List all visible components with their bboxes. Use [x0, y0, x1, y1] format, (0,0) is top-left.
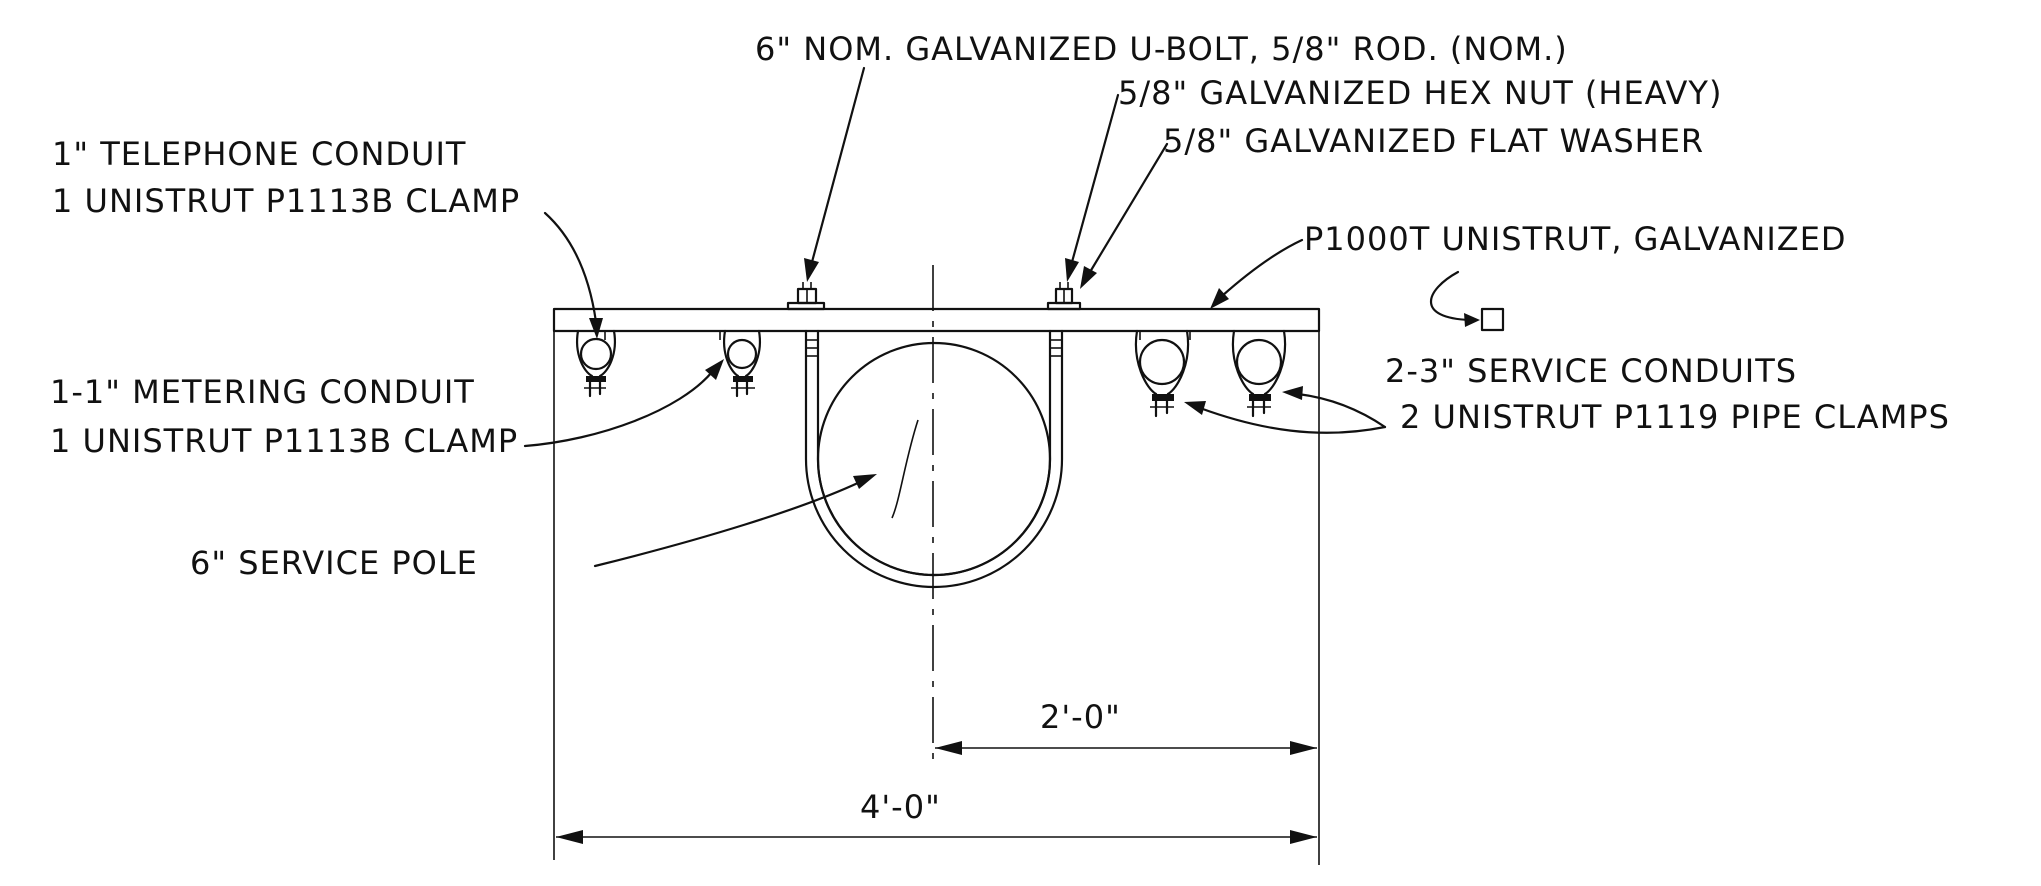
flat-washer-label: 5/8" GALVANIZED FLAT WASHER	[1163, 122, 1704, 160]
unistrut-section-symbol	[1480, 307, 1505, 332]
pole-hatch-mark	[891, 419, 919, 519]
metering-conduit-label-line2: 1 UNISTRUT P1113B CLAMP	[50, 422, 518, 460]
leader-lines	[523, 66, 1387, 568]
service-pole	[816, 341, 1052, 577]
hex-nut-left	[786, 282, 826, 311]
u-bolt-label: 6" NOM. GALVANIZED U-BOLT, 5/8" ROD. (NO…	[755, 30, 1568, 68]
service-conduit-clamp-2	[1231, 329, 1287, 418]
arrowhead	[1464, 313, 1480, 327]
dimension-half-label: 2'-0"	[1040, 698, 1121, 736]
telephone-conduit-label-line1: 1" TELEPHONE CONDUIT	[52, 135, 466, 173]
unistrut-section-arrow	[1429, 270, 1472, 322]
telephone-conduit-label-line2: 1 UNISTRUT P1113B CLAMP	[52, 182, 520, 220]
metering-conduit-clamp	[723, 329, 761, 398]
service-pole-label: 6" SERVICE POLE	[190, 544, 478, 582]
hex-nut-label: 5/8" GALVANIZED HEX NUT (HEAVY)	[1118, 74, 1722, 112]
dimension-full-width	[556, 830, 1317, 844]
hex-nut-right	[1046, 282, 1082, 311]
metering-conduit-label-line1: 1-1" METERING CONDUIT	[50, 373, 475, 411]
unistrut-label: P1000T UNISTRUT, GALVANIZED	[1304, 220, 1847, 258]
dimension-half-width	[935, 741, 1317, 755]
service-conduits-label: 2-3" SERVICE CONDUITS	[1385, 352, 1797, 390]
service-conduit-clamp-1	[1134, 329, 1190, 418]
dimension-full-label: 4'-0"	[860, 788, 941, 826]
u-bolt	[804, 329, 1064, 589]
unistrut-channel	[552, 307, 1321, 340]
pipe-clamps-label: 2 UNISTRUT P1119 PIPE CLAMPS	[1400, 398, 1950, 436]
telephone-conduit-clamp	[576, 329, 616, 398]
